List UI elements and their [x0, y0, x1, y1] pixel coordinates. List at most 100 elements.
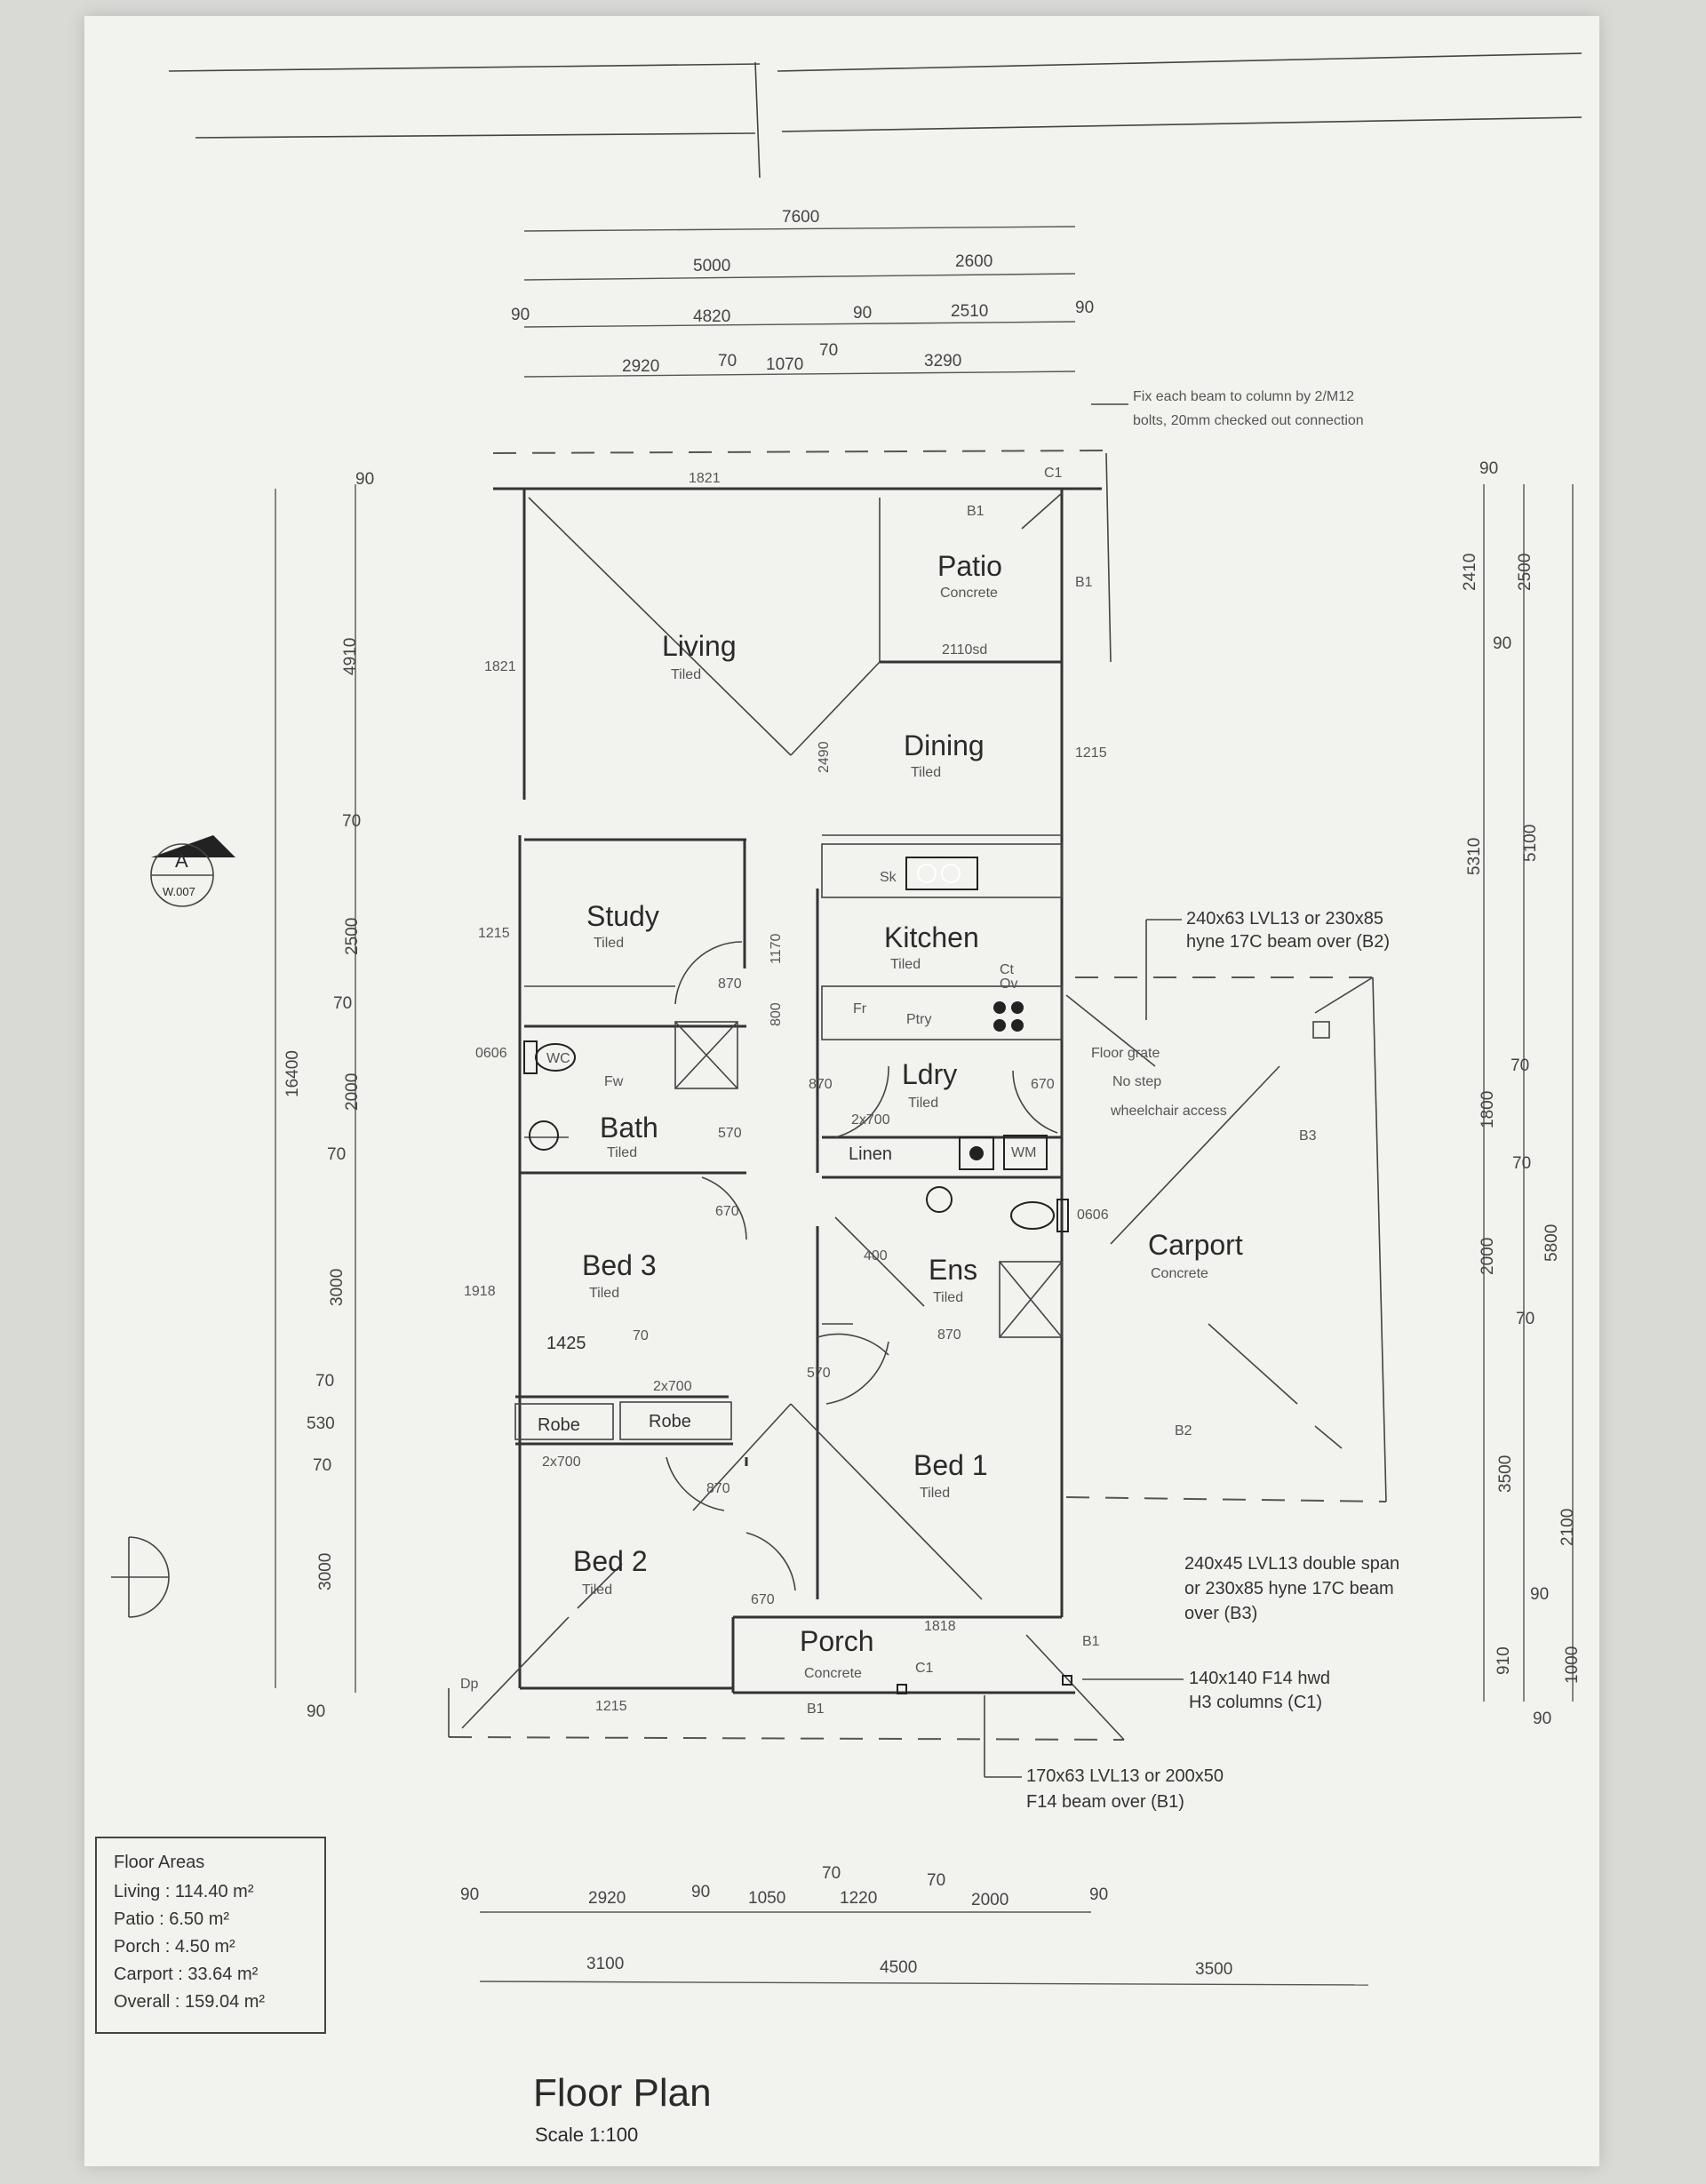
finish-living: Tiled: [671, 667, 701, 682]
room-carport: Carport: [1148, 1229, 1243, 1261]
label-robe-left: Robe: [538, 1415, 580, 1435]
label-dp: Dp: [460, 1677, 479, 1692]
idim-18: 70: [633, 1328, 649, 1343]
rdim-12: 3500: [1496, 1455, 1515, 1493]
idim-20: 2x700: [542, 1455, 581, 1470]
idim-15: 0606: [1077, 1208, 1109, 1223]
section-letter: A: [175, 849, 188, 872]
floor-area-1: Patio : 6.50 m²: [114, 1909, 229, 1929]
drawing-title: Floor Plan: [533, 2071, 712, 2115]
dim-r4-0: 2920: [622, 357, 659, 376]
idim-1: 1821: [484, 659, 516, 674]
fixture-labels: Ptry Linen Robe Robe Sk Fr Ct Ov WM WC F…: [538, 870, 1036, 1435]
room-labels: Living Tiled Patio Concrete Dining Tiled…: [573, 550, 1243, 1681]
label-b1-bottom: B1: [807, 1702, 825, 1717]
rdim-17: 90: [1533, 1710, 1551, 1728]
rdim-7: 1800: [1479, 1091, 1497, 1128]
ldim-overall: 16400: [283, 1050, 302, 1097]
structural-labels: C1 B1 B1 B3 B2 B1 C1 B1 Dp Floor grate N…: [460, 466, 1317, 1717]
bdim-r1-8: 90: [1089, 1885, 1108, 1904]
bdim-r1-0: 90: [460, 1885, 479, 1904]
ldim-12: 90: [307, 1702, 325, 1721]
fixtures: [523, 857, 1072, 1694]
dim-r4-4: 3290: [924, 352, 961, 371]
idim-16: 1918: [464, 1284, 496, 1299]
idim-26: 1818: [924, 1619, 956, 1634]
room-ensuite: Ens: [929, 1254, 977, 1286]
finish-kitchen: Tiled: [890, 957, 921, 972]
label-b2: B2: [1175, 1423, 1192, 1439]
ldim-7: 3000: [328, 1269, 347, 1306]
bdim-r1-2: 90: [691, 1883, 710, 1901]
rdim-9: 2000: [1479, 1238, 1497, 1275]
door-swings: [524, 941, 1058, 1591]
rdim-5: 5100: [1521, 825, 1540, 862]
label-b1-side: B1: [1075, 575, 1093, 590]
finish-bath: Tiled: [607, 1145, 637, 1160]
idim-11: 570: [718, 1126, 742, 1141]
floor-area-3: Carport : 33.64 m²: [114, 1965, 259, 1984]
room-porch: Porch: [800, 1625, 874, 1657]
label-c1-top: C1: [1044, 466, 1063, 481]
note-bolts-2: bolts, 20mm checked out connection: [1133, 413, 1364, 428]
idim-7: 1170: [769, 933, 784, 964]
right-dimensions: 90 2410 2500 90 5310 5100 70 1800 70 200…: [1461, 459, 1582, 1728]
note-b1-2: F14 beam over (B1): [1026, 1792, 1184, 1812]
room-study: Study: [586, 900, 659, 932]
idim-3: 2490: [817, 741, 832, 773]
section-ref: W.007: [163, 885, 195, 898]
label-oven: Ov: [1000, 976, 1017, 992]
finish-bed3: Tiled: [589, 1286, 619, 1301]
bdim-r2-0: 3100: [586, 1955, 624, 1973]
label-sink: Sk: [880, 870, 897, 885]
label-washer: WM: [1011, 1145, 1036, 1160]
left-dimensions: 90 4910 70 2500 70 2000 70 3000 70 530 7…: [275, 470, 374, 1721]
rdim-14: 90: [1530, 1585, 1549, 1604]
label-floor-grate: Floor grate: [1091, 1046, 1160, 1061]
title-block-lines: [168, 52, 1582, 179]
dim-r3-0: 90: [511, 306, 530, 324]
ldim-2: 70: [342, 812, 361, 831]
label-cooktop: Ct: [1000, 962, 1015, 977]
idim-19: 2x700: [653, 1379, 692, 1394]
dim-r4-1: 70: [718, 352, 737, 371]
floor-area-0: Living : 114.40 m²: [114, 1882, 254, 1901]
rdim-16: 1000: [1563, 1646, 1582, 1684]
label-wheelchair: wheelchair access: [1110, 1104, 1227, 1119]
dim-r3-1: 4820: [693, 307, 730, 326]
ldim-4: 70: [333, 994, 352, 1013]
label-b1-porch: B1: [1082, 1634, 1100, 1649]
walls: [448, 450, 1387, 1741]
note-b1-1: 170x63 LVL13 or 200x50: [1026, 1766, 1224, 1786]
column-c1-icon: [897, 1684, 907, 1694]
bdim-r1-7: 2000: [971, 1891, 1008, 1909]
ldim-5: 2000: [343, 1073, 362, 1111]
floor-area-4: Overall : 159.04 m²: [114, 1992, 265, 2012]
ldim-10: 70: [313, 1456, 331, 1475]
bath-wc-icon: [523, 1040, 576, 1074]
rdim-3: 90: [1493, 634, 1511, 653]
idim-8: 800: [769, 1002, 784, 1026]
idim-4: 1215: [1075, 745, 1107, 761]
idim-24: 870: [937, 1327, 961, 1343]
rdim-13: 2100: [1559, 1509, 1577, 1546]
finish-porch: Concrete: [804, 1666, 862, 1681]
note-b2-1: 240x63 LVL13 or 230x85: [1186, 909, 1383, 929]
dim-overall: 7600: [782, 208, 819, 227]
dim-r3-3: 2510: [951, 302, 988, 321]
drawing-scale: Scale 1:100: [535, 2124, 638, 2146]
label-no-step: No step: [1112, 1074, 1161, 1089]
column-c1-right-icon: [1062, 1675, 1072, 1686]
room-kitchen: Kitchen: [884, 921, 979, 953]
bdim-r2-2: 3500: [1195, 1960, 1232, 1979]
bdim-r1-4: 70: [822, 1864, 841, 1883]
room-dining: Dining: [904, 729, 985, 761]
washer-icon: [1003, 1135, 1048, 1170]
bdim-r1-6: 70: [927, 1871, 945, 1890]
ldim-1: 4910: [341, 638, 360, 675]
idim-0: 1821: [689, 471, 721, 486]
label-wc: WC: [546, 1051, 570, 1066]
idim-10: 670: [1031, 1077, 1055, 1092]
finish-ensuite: Tiled: [933, 1290, 963, 1305]
idim-14: 0606: [475, 1046, 507, 1061]
